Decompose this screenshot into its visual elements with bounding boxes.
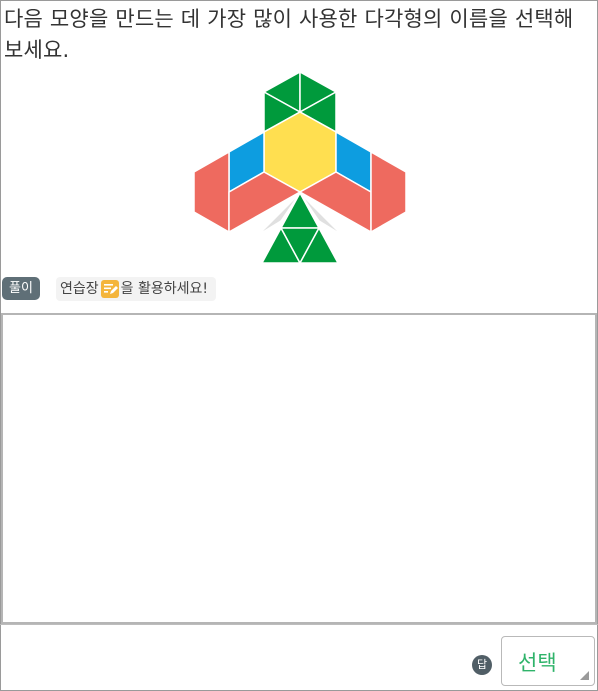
solution-badge: 풀이 [2, 277, 40, 300]
red-trapezoid-left-outer [193, 150, 230, 234]
answer-select[interactable]: 선택 [501, 636, 595, 686]
practice-tip-prefix: 연습장 [60, 281, 99, 297]
question-text: 다음 모양을 만드는 데 가장 많이 사용한 다각형의 이름을 선택해 보세요. [4, 7, 574, 62]
green-triangle-bottom-4 [298, 226, 340, 264]
gray-thin-rhombus-right [299, 192, 356, 244]
notepad-pencil-icon[interactable] [100, 280, 119, 298]
dropdown-corner-icon [580, 671, 589, 680]
practice-tip[interactable]: 연습장 을 활용하세요! [56, 277, 216, 301]
pattern-block-figure [190, 70, 410, 270]
solution-workpad[interactable] [1, 313, 597, 624]
practice-tip-suffix: 을 활용하세요! [120, 281, 208, 297]
gray-thin-rhombus-left [244, 192, 301, 244]
answer-badge: 답 [472, 655, 492, 675]
answer-divider [0, 624, 598, 625]
answer-select-label: 선택 [518, 651, 557, 675]
red-trapezoid-right-outer [370, 150, 407, 234]
pattern-block-svg [193, 70, 407, 265]
